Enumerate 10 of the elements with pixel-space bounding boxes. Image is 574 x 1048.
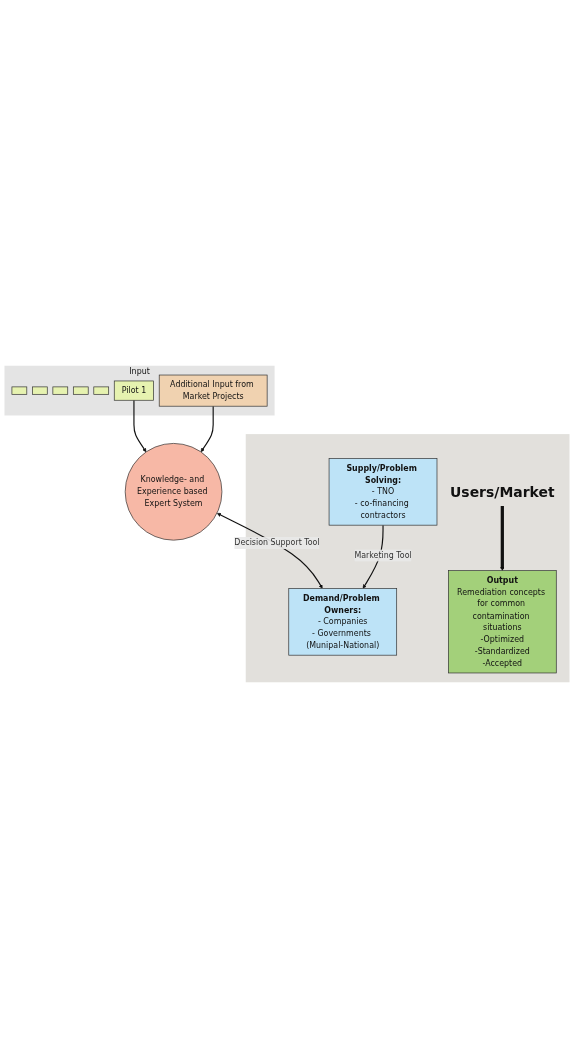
arrow: [133, 399, 147, 453]
node-box: [52, 386, 69, 395]
arrow: [200, 405, 214, 453]
node-box: [11, 386, 28, 395]
node-box: [73, 386, 89, 395]
arrow: [216, 513, 323, 589]
node-text: Users/Market: [450, 483, 555, 500]
node-box: [93, 386, 110, 395]
node-box: [32, 386, 48, 395]
arrow: [500, 505, 505, 571]
